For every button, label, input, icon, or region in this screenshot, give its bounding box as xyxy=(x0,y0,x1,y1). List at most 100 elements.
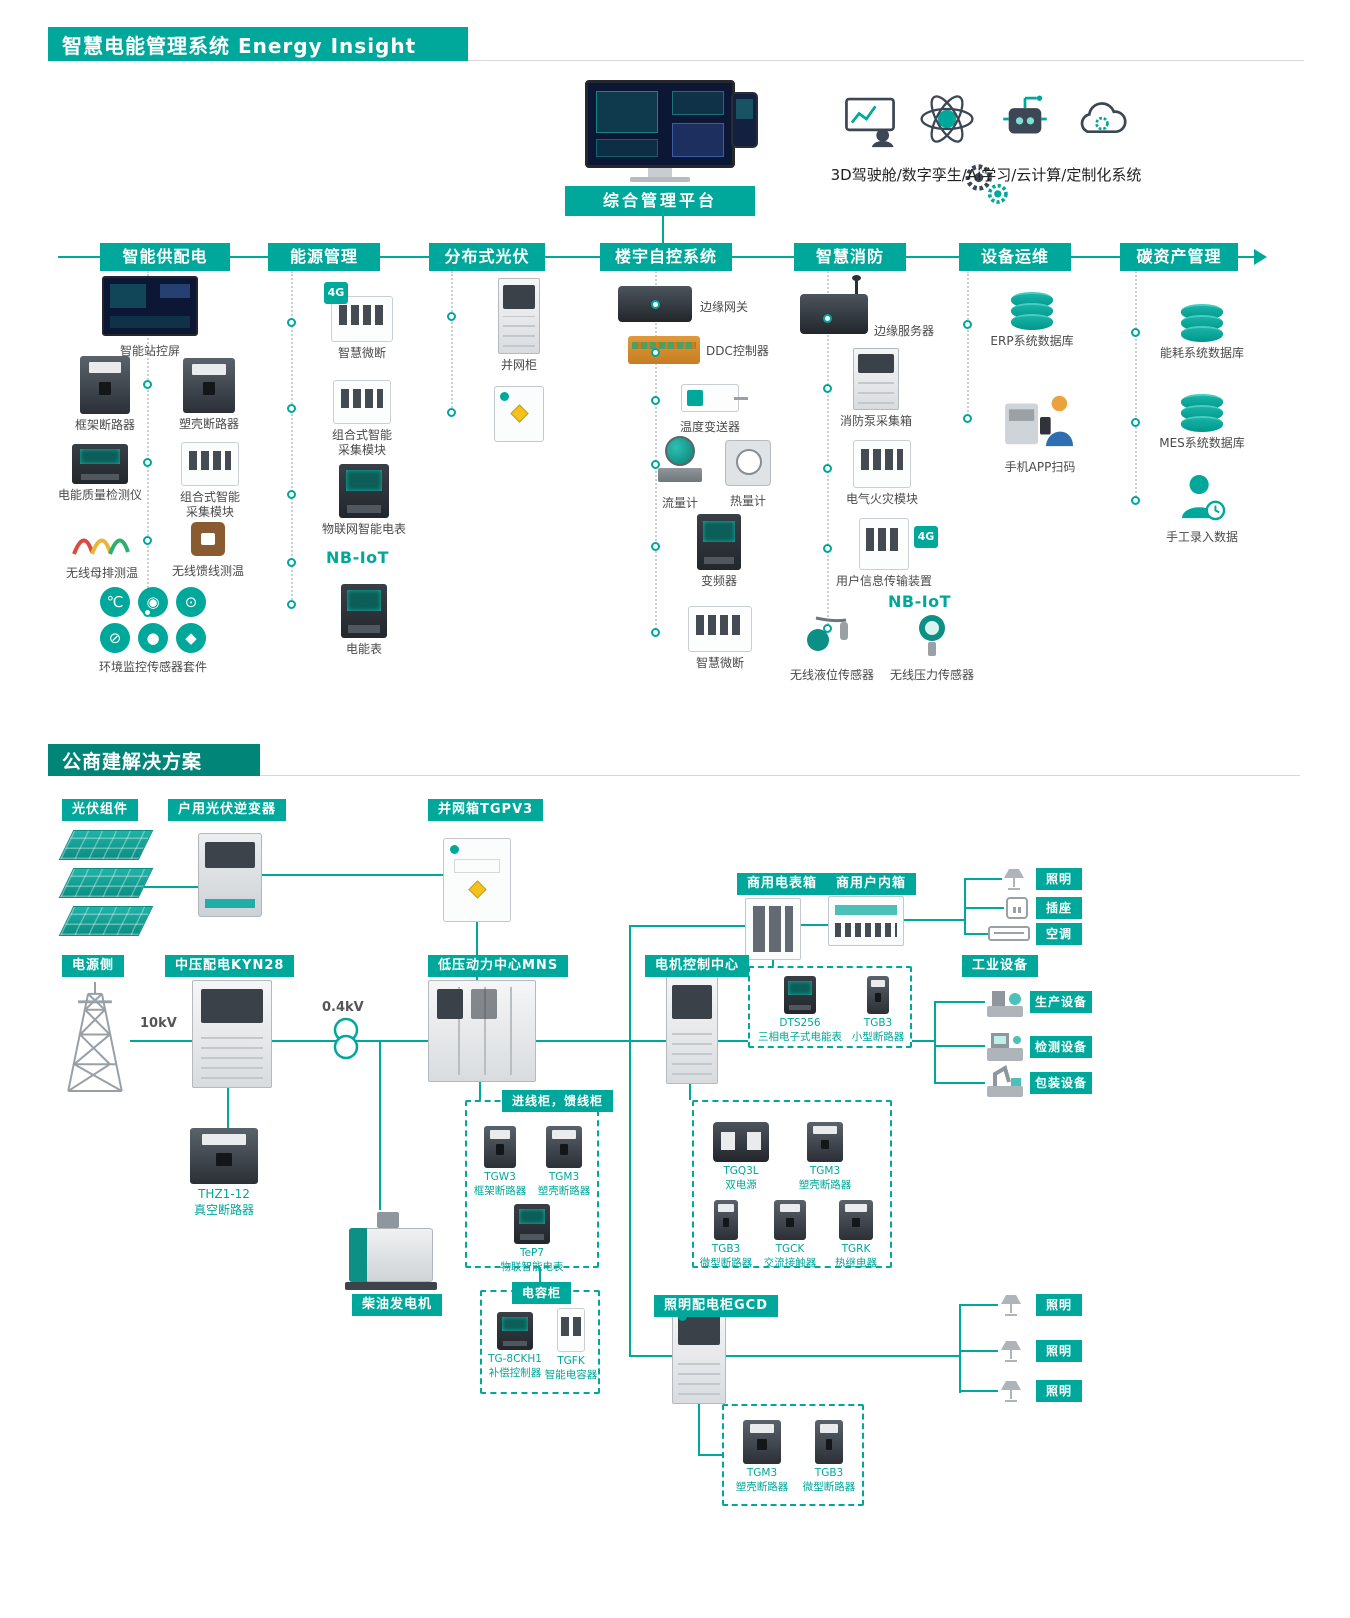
item-smart-mcb-energy: 4G 智慧微断 xyxy=(306,282,418,361)
node-dot xyxy=(287,318,296,327)
label-light3: 照明 xyxy=(1036,1380,1082,1402)
database-icon xyxy=(1011,292,1053,330)
label-production: 生产设备 xyxy=(1030,991,1092,1013)
tgb3-image xyxy=(815,1420,843,1464)
label-pv-module: 光伏组件 xyxy=(62,799,139,821)
label-lv-center: 低压动力中心MNS xyxy=(428,955,569,977)
item-label: 环境监控传感器套件 xyxy=(98,660,207,674)
tgm3-image xyxy=(546,1126,582,1168)
node-dot xyxy=(143,536,152,545)
node-dot xyxy=(823,314,832,323)
cockpit-icon xyxy=(840,88,900,152)
custom-system-gears-icon xyxy=(956,152,1016,216)
electrical-fire-module-image xyxy=(853,440,911,488)
grid-box-image xyxy=(443,838,511,922)
item-label: 电能表 xyxy=(345,642,382,656)
node-dot xyxy=(963,320,972,329)
col-header-carbon-asset: 碳资产管理 xyxy=(1120,243,1238,271)
spine xyxy=(451,271,453,416)
label-meter-box: 商用电表箱 xyxy=(737,873,828,895)
level-sensor-image xyxy=(804,614,860,664)
access-key-icon: ◆ xyxy=(176,623,206,653)
item-tgm3-a: TGM3 塑壳断路器 xyxy=(533,1126,595,1198)
label-light2: 照明 xyxy=(1036,1340,1082,1362)
phone-scan-image xyxy=(1000,386,1080,456)
item-fire-pump-box: 消防泵采集箱 xyxy=(828,348,924,429)
item-tgrk: TGRK 热继电器 xyxy=(826,1200,886,1270)
pq-analyzer-image xyxy=(72,444,128,484)
tech-caption: 3D驾驶舱/数字孪生/Ai学习/云计算/定制化系统 xyxy=(795,164,1177,185)
item-label: 边缘服务器 xyxy=(874,324,935,338)
smart-mcb-image xyxy=(331,296,393,342)
flow-meter-image xyxy=(658,436,702,488)
item-tgm3-b: TGM3 塑壳断路器 xyxy=(790,1122,860,1192)
tgm3-image xyxy=(743,1420,781,1464)
gcd-components-box: TGM3 塑壳断路器 TGB3 微型断路器 xyxy=(722,1404,864,1506)
connector xyxy=(698,1454,724,1456)
node-dot xyxy=(447,408,456,417)
node-dot xyxy=(823,384,832,393)
nbiot-logo: NB-IoT xyxy=(326,548,390,567)
node-dot xyxy=(651,460,660,469)
water-leak-icon: ● xyxy=(138,623,168,653)
connector xyxy=(934,1002,936,1084)
col-header-smart-fire: 智慧消防 xyxy=(794,243,906,271)
grid-cabinet-image xyxy=(498,278,540,354)
label-industrial: 工业设备 xyxy=(962,955,1039,977)
thz112-image xyxy=(190,1128,258,1184)
item-label: 组合式智能 采集模块 xyxy=(331,428,392,457)
lamp-icon xyxy=(998,1338,1024,1368)
capacitor-cab-box: TG-8CKH1 补偿控制器 TGFK 智能电容器 xyxy=(480,1290,600,1394)
item-label: TG-8CKH1 补偿控制器 xyxy=(488,1353,542,1379)
mcc-cabinet-image xyxy=(666,976,718,1084)
connector xyxy=(959,1390,998,1392)
tep7-image xyxy=(514,1204,550,1244)
item-label: TGB3 微型断路器 xyxy=(802,1467,856,1493)
item-label: 流量计 xyxy=(661,496,698,510)
label-grid-box: 并网箱TGPV3 xyxy=(428,799,544,821)
item-energy-db: 能耗系统数据库 xyxy=(1152,304,1252,361)
label-packaging: 包装设备 xyxy=(1030,1072,1092,1094)
item-dts256: DTS256 三相电子式电能表 xyxy=(756,976,844,1044)
item-label: 手工录入数据 xyxy=(1165,530,1238,544)
tech-icons-row xyxy=(800,88,1172,204)
item-label: TGM3 塑壳断路器 xyxy=(798,1165,852,1191)
ai-robot-icon xyxy=(995,88,1055,152)
item-label: TGB3 微型断路器 xyxy=(699,1243,753,1269)
item-label: 热量计 xyxy=(729,494,766,508)
flow-arrowhead-icon xyxy=(1254,249,1267,265)
item-flow-meter: 流量计 xyxy=(650,436,710,511)
col-header-equipment-om: 设备运维 xyxy=(959,243,1071,271)
item-smart-mcb-ba: 智慧微断 xyxy=(682,606,758,671)
item-erp-db: ERP系统数据库 xyxy=(984,292,1080,349)
cctv-camera-icon: ⊙ xyxy=(176,587,206,617)
node-dot xyxy=(963,414,972,423)
label-power-side: 电源侧 xyxy=(62,955,125,977)
item-label: 并网柜 xyxy=(500,358,537,372)
tgrk-image xyxy=(839,1200,873,1240)
node-dot xyxy=(1131,328,1140,337)
indoor-box-image xyxy=(828,896,904,946)
tgb3-image xyxy=(867,976,889,1014)
item-label: 智慧微断 xyxy=(695,656,744,670)
item-thz112: THZ1-12 真空断路器 xyxy=(168,1128,280,1218)
item-label: 手机APP扫码 xyxy=(1004,460,1076,474)
item-mes-db: MES系统数据库 xyxy=(1152,394,1252,451)
busbar-temp-image xyxy=(70,520,134,562)
connector xyxy=(476,922,478,982)
item-tgb3-small: TGB3 小型断路器 xyxy=(848,976,908,1044)
lamp-icon xyxy=(1002,866,1026,896)
node-dot xyxy=(447,312,456,321)
user-info-transmitter-image xyxy=(859,518,909,570)
item-label: 组合式智能 采集模块 xyxy=(179,490,240,519)
node-dot xyxy=(1131,418,1140,427)
item-label: ERP系统数据库 xyxy=(990,334,1074,348)
item-busbar-temp: 无线母排测温 xyxy=(50,520,154,581)
connector xyxy=(144,886,198,888)
tgq3l-image xyxy=(713,1122,769,1162)
item-label: TGM3 塑壳断路器 xyxy=(735,1467,789,1493)
item-tgck: TGCK 交流接触器 xyxy=(758,1200,822,1270)
meter-box-image xyxy=(745,898,801,960)
pv-panel-image xyxy=(58,868,154,898)
